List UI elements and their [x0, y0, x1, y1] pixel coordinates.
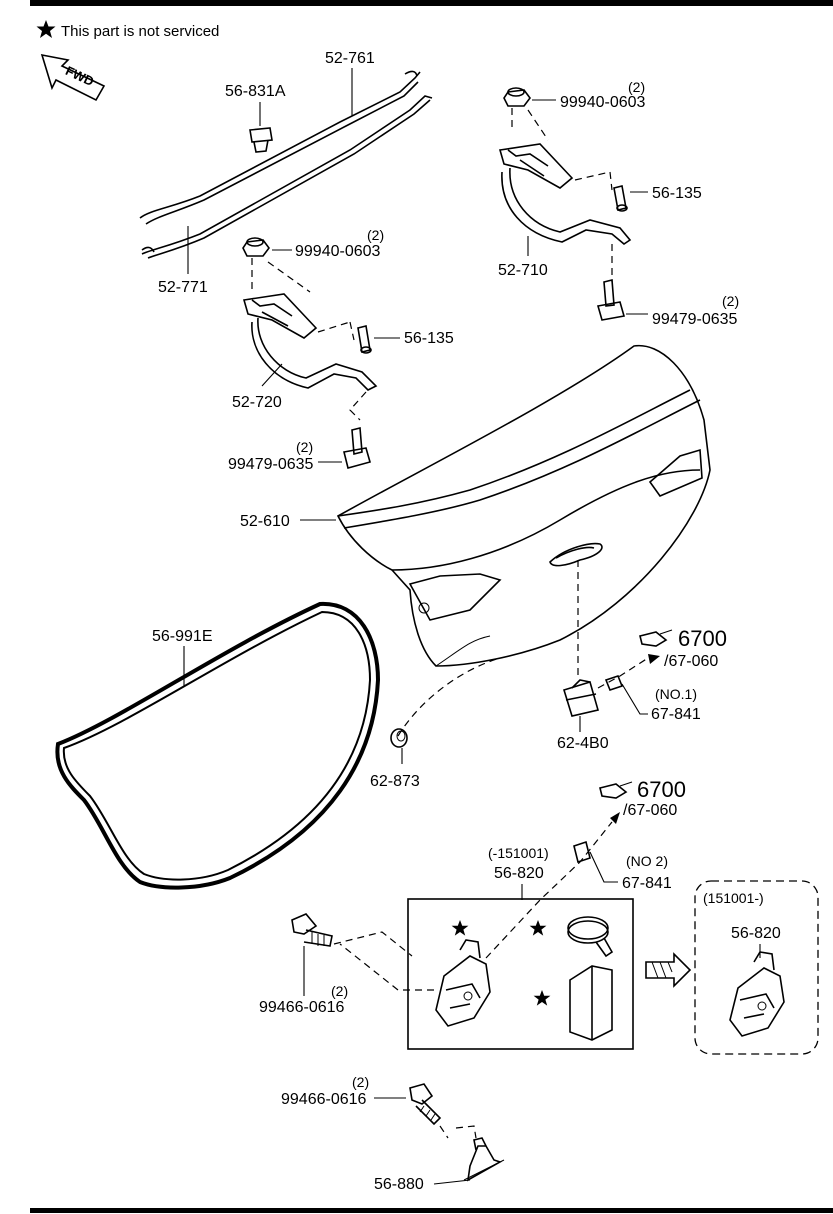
label-99466-lower-qty: (2): [352, 1074, 369, 1090]
label-sheet-part: [569, 965, 613, 1041]
legend-note-text: This part is not serviced: [61, 23, 219, 40]
label-99479-left: 99479-0635: [228, 456, 314, 473]
stay-rod-52-771: [141, 95, 433, 259]
label-99940-right: 99940-0603: [560, 94, 646, 111]
harness-6700-a: [639, 629, 673, 647]
bolt-99479-left: [343, 426, 371, 469]
bolt-99466-lower: [409, 1083, 442, 1126]
label-52-720: 52-720: [232, 394, 282, 411]
hinge-52-720: [242, 293, 378, 391]
star-icon: [533, 990, 551, 1006]
bolt-99466-upper: [291, 913, 333, 947]
switch-62-4B0: [563, 679, 600, 717]
label-52-710: 52-710: [498, 262, 548, 279]
star-icon: [36, 20, 56, 38]
latch-newer-box: [694, 880, 819, 1055]
label-67-841-b: 67-841: [622, 875, 672, 892]
label-99466-upper-qty: (2): [331, 983, 348, 999]
label-range-after: (151001-): [703, 890, 764, 906]
label-range-before: (-151001): [488, 845, 549, 861]
fwd-arrow-icon: FWD: [40, 53, 106, 102]
label-99479-left-qty: (2): [296, 439, 313, 455]
label-99479-right-qty: (2): [722, 293, 739, 309]
bumper-62-873: [390, 728, 408, 748]
clip-56-831A: [249, 127, 273, 153]
striker-56-880: [463, 1137, 505, 1182]
label-56-820-b: 56-820: [731, 925, 781, 942]
connector-67-841-a: [604, 675, 624, 691]
bottom-border: [30, 1208, 833, 1213]
label-62-873: 62-873: [370, 773, 420, 790]
nut-99940-left: [242, 237, 270, 257]
top-border: [30, 0, 833, 6]
bolt-56-135-right: [613, 185, 628, 212]
nut-99940-right: [503, 87, 531, 107]
label-no1: (NO.1): [655, 686, 697, 702]
label-52-610: 52-610: [240, 513, 290, 530]
label-99940-left: 99940-0603: [295, 243, 381, 260]
label-67-841-a: 67-841: [651, 706, 701, 723]
trunk-lid-52-610: [336, 344, 711, 667]
legend-note: This part is not serviced: [36, 20, 219, 40]
label-99466-lower: 99466-0616: [281, 1091, 367, 1108]
latch-56-820-b: [729, 951, 785, 1037]
star-icon: [451, 920, 469, 936]
clip-band-part: [567, 916, 614, 958]
label-56-831A: 56-831A: [225, 83, 286, 100]
label-99479-right: 99479-0635: [652, 311, 738, 328]
stay-rod-52-761: [139, 70, 421, 225]
label-56-820-a: 56-820: [494, 865, 544, 882]
label-56-880: 56-880: [374, 1176, 424, 1193]
label-no2: (NO 2): [626, 853, 668, 869]
label-67-060-b: /67-060: [623, 802, 677, 819]
weatherstrip-56-991E: [55, 601, 381, 890]
arrow-right-icon: [645, 952, 692, 988]
label-6700-a: 6700: [678, 626, 727, 651]
label-56-991E: 56-991E: [152, 628, 213, 645]
latch-56-820-a: [435, 939, 491, 1027]
latch-kit-box: [407, 898, 634, 1050]
label-99466-upper: 99466-0616: [259, 999, 345, 1016]
label-62-4B0: 62-4B0: [557, 735, 609, 752]
label-52-761: 52-761: [325, 50, 375, 67]
bolt-99479-right: [596, 278, 626, 321]
label-67-060-a: /67-060: [664, 653, 718, 670]
label-56-135-right: 56-135: [652, 185, 702, 202]
star-icon: [529, 920, 547, 936]
label-99940-right-qty: (2): [628, 79, 645, 95]
connector-67-841-b: [573, 840, 591, 864]
label-52-771: 52-771: [158, 279, 208, 296]
harness-6700-b: [599, 781, 633, 799]
bolt-56-135-left: [357, 325, 372, 354]
hinge-52-710: [498, 143, 632, 245]
label-56-135-left: 56-135: [404, 330, 454, 347]
label-99940-left-qty: (2): [367, 227, 384, 243]
label-6700-b: 6700: [637, 777, 686, 802]
